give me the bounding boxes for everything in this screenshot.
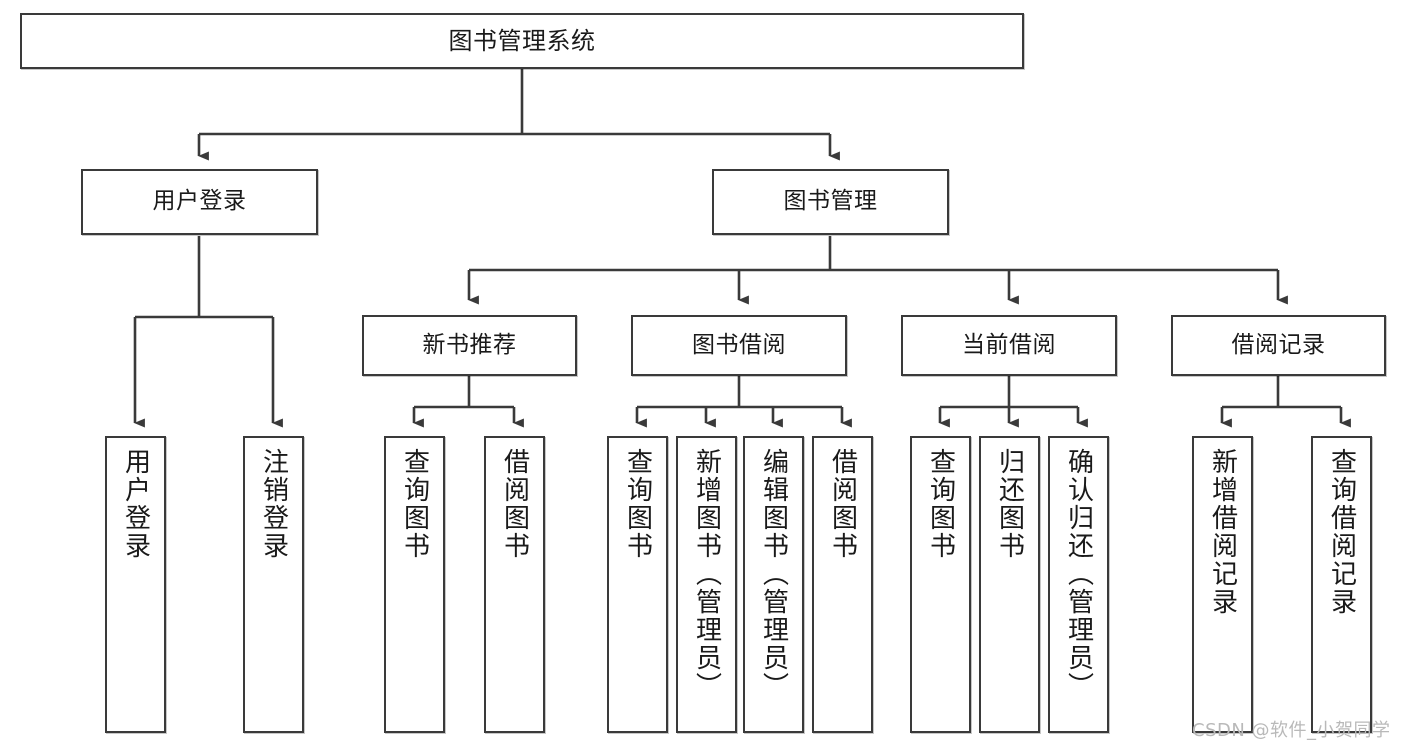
leaf-logout[interactable]: 注销登录: [243, 436, 304, 733]
node-borrow-record-label: 借阅记录: [1231, 331, 1326, 358]
leaf-return-book[interactable]: 归还图书: [979, 436, 1040, 733]
leaf-user-login-label: 用户登录: [120, 448, 151, 560]
leaf-query-book-1-label: 查询图书: [399, 448, 430, 560]
node-root-label: 图书管理系统: [448, 26, 596, 55]
leaf-borrow-book-2[interactable]: 借阅图书: [812, 436, 873, 733]
leaf-add-book-label: 新增图书（管理员）: [691, 448, 722, 700]
leaf-query-book-1[interactable]: 查询图书: [384, 436, 445, 733]
node-user-login-label: 用户登录: [152, 188, 247, 215]
node-book-borrow[interactable]: 图书借阅: [631, 315, 847, 376]
leaf-query-record[interactable]: 查询借阅记录: [1311, 436, 1372, 733]
node-current-borrow-label: 当前借阅: [962, 331, 1056, 358]
node-borrow-record[interactable]: 借阅记录: [1171, 315, 1386, 376]
leaf-query-book-2[interactable]: 查询图书: [607, 436, 668, 733]
leaf-borrow-book-1[interactable]: 借阅图书: [484, 436, 545, 733]
leaf-query-book-3[interactable]: 查询图书: [910, 436, 971, 733]
node-new-book-recommend-label: 新书推荐: [422, 331, 517, 358]
leaf-query-book-2-label: 查询图书: [622, 448, 653, 560]
leaf-user-login[interactable]: 用户登录: [105, 436, 166, 733]
csdn-watermark: CSDN @软件_小贺同学: [1192, 720, 1391, 741]
leaf-add-record[interactable]: 新增借阅记录: [1192, 436, 1253, 733]
leaf-add-record-label: 新增借阅记录: [1207, 448, 1238, 616]
node-book-manage[interactable]: 图书管理: [712, 169, 949, 235]
leaf-add-book[interactable]: 新增图书（管理员）: [676, 436, 737, 733]
node-user-login[interactable]: 用户登录: [81, 169, 318, 235]
leaf-borrow-book-2-label: 借阅图书: [827, 448, 858, 560]
node-book-borrow-label: 图书借阅: [692, 331, 786, 358]
leaf-confirm-return-label: 确认归还（管理员）: [1063, 448, 1094, 700]
leaf-query-book-3-label: 查询图书: [925, 448, 956, 560]
node-new-book-recommend[interactable]: 新书推荐: [362, 315, 577, 376]
leaf-confirm-return[interactable]: 确认归还（管理员）: [1048, 436, 1109, 733]
node-root[interactable]: 图书管理系统: [20, 13, 1024, 69]
leaf-borrow-book-1-label: 借阅图书: [499, 448, 530, 560]
node-current-borrow[interactable]: 当前借阅: [901, 315, 1117, 376]
leaf-edit-book-label: 编辑图书（管理员）: [758, 448, 789, 700]
leaf-return-book-label: 归还图书: [994, 448, 1025, 560]
leaf-edit-book[interactable]: 编辑图书（管理员）: [743, 436, 804, 733]
leaf-query-record-label: 查询借阅记录: [1326, 448, 1357, 616]
node-book-manage-label: 图书管理: [783, 188, 878, 215]
leaf-logout-label: 注销登录: [258, 448, 289, 560]
